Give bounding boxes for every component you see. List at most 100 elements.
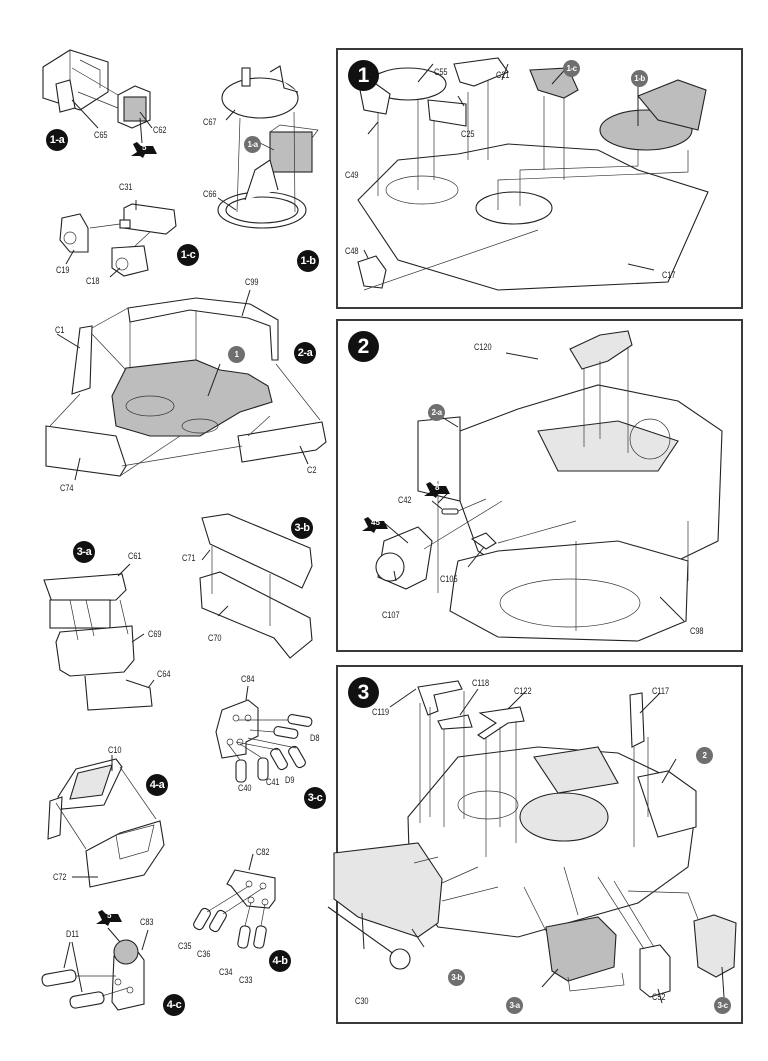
- subassembly-badge-4a: 4-a: [146, 774, 168, 796]
- subassembly-2a: C99 C1 C2 C74 1 2-a: [20, 278, 330, 506]
- part-label-c48: C48: [345, 246, 359, 256]
- part-label-c83: C83: [140, 917, 154, 927]
- part-label-c41: C41: [266, 777, 280, 787]
- part-label-c71: C71: [182, 553, 196, 563]
- subassembly-1b-drawing: [217, 65, 319, 229]
- part-label-c31: C31: [119, 182, 133, 192]
- step-number-3: 3: [348, 677, 379, 708]
- paint-number: 5: [107, 911, 112, 920]
- part-label-c40: C40: [238, 783, 252, 793]
- part-label-c25: C25: [461, 129, 475, 139]
- part-label-c62: C62: [153, 125, 167, 135]
- reference-badge-1b: 1-b: [631, 70, 648, 87]
- part-label-c49: C49: [345, 170, 359, 180]
- subassembly-4a-drawing: [47, 755, 165, 888]
- subassembly-badge-3a: 3-a: [73, 541, 95, 563]
- part-label-c64: C64: [157, 669, 171, 679]
- subassembly-4b: C82 C35 C36 C34 C33 4-b: [175, 840, 325, 990]
- part-label-c107: C107: [382, 610, 400, 620]
- reference-badge-1a: 1-a: [244, 136, 261, 153]
- subassembly-3a-drawing: [43, 563, 155, 711]
- reference-badge-3a: 3-a: [506, 997, 523, 1014]
- reference-badge-3c: 3-c: [714, 997, 731, 1014]
- part-label-c30: C30: [355, 996, 369, 1006]
- subassembly-1c-drawing: [59, 200, 177, 278]
- reference-badge-1: 1: [228, 346, 245, 363]
- step-number-1: 1: [348, 60, 379, 91]
- subassembly-1c: C31 C19 C18 1-c: [40, 180, 210, 290]
- subassembly-3b-drawing: [199, 513, 313, 659]
- part-label-c122: C122: [514, 686, 532, 696]
- subassembly-badge-3c: 3-c: [304, 787, 326, 809]
- reference-badge-3b: 3-b: [448, 969, 465, 986]
- part-label-c72: C72: [53, 872, 67, 882]
- part-label-c10: C10: [108, 745, 122, 755]
- subassembly-4c-drawing: [41, 927, 149, 1011]
- reference-badge-2: 2: [696, 747, 713, 764]
- paint-number: 45: [371, 518, 380, 527]
- paint-number: 8: [435, 483, 440, 492]
- part-label-c99: C99: [245, 277, 259, 287]
- part-label-c1: C1: [55, 325, 65, 335]
- part-label-c119: C119: [372, 707, 390, 717]
- part-label-c36: C36: [197, 949, 211, 959]
- part-label-c55: C55: [434, 67, 448, 77]
- subassembly-3b: C71 C70 3-b: [182, 508, 330, 659]
- part-label-c82: C82: [256, 847, 270, 857]
- part-label-c70: C70: [208, 633, 222, 643]
- subassembly-3a: C61 C69 C64 3-a: [30, 530, 171, 711]
- subassembly-3c-drawing: [215, 685, 313, 783]
- part-label-c2: C2: [307, 465, 317, 475]
- part-label-c117: C117: [652, 686, 670, 696]
- subassembly-2a-drawing: [45, 289, 327, 481]
- paint-number: 5: [142, 143, 147, 152]
- part-label-c21: C21: [496, 70, 510, 80]
- part-label-c84: C84: [241, 674, 255, 684]
- subassembly-badge-2a: 2-a: [294, 342, 316, 364]
- subassembly-3c: C84 D8 D9 C40 C41 3-c: [200, 672, 330, 812]
- part-label-c74: C74: [60, 483, 74, 493]
- part-label-c105: C105: [440, 574, 458, 584]
- subassembly-4a: C10 C72 4-a: [40, 745, 180, 895]
- step-3-panel: 3 C119 C118 C122 C117 C30 C52 2 3-b 3-a …: [327, 665, 743, 1024]
- part-label-c67: C67: [203, 117, 217, 127]
- part-label-c19: C19: [56, 265, 70, 275]
- subassembly-badge-3b: 3-b: [291, 517, 313, 539]
- subassembly-badge-4c: 4-c: [163, 994, 185, 1016]
- paint-reference-marker: 45: [362, 517, 392, 533]
- subassembly-badge-1a: 1-a: [46, 129, 68, 151]
- part-label-c18: C18: [86, 276, 100, 286]
- part-label-c34: C34: [219, 967, 233, 977]
- reference-badge-1c: 1-c: [563, 60, 580, 77]
- step-1-panel: 1 C55 C21 C25 C49 C48 C17 1-c 1-b: [336, 48, 743, 309]
- subassembly-1a-drawing: [42, 49, 153, 144]
- subassembly-1b: C67 C66 1-a 1-b: [200, 60, 330, 280]
- part-label-d11: D11: [66, 929, 79, 939]
- step-number-2: 2: [348, 331, 379, 362]
- paint-reference-marker: 5: [131, 142, 161, 158]
- part-label-c65: C65: [94, 130, 108, 140]
- subassembly-badge-1c: 1-c: [177, 244, 199, 266]
- step-2-panel: 2 C120 C42 C107 C105 C98 2-a 8 45: [336, 319, 743, 652]
- part-label-c33: C33: [239, 975, 253, 985]
- paint-reference-marker: 8: [424, 482, 454, 498]
- step-1-drawing: [357, 57, 709, 291]
- part-label-c120: C120: [474, 342, 492, 352]
- step-3-drawing: [327, 680, 737, 1004]
- reference-badge-2a: 2-a: [428, 404, 445, 421]
- subassembly-4c: D11 C83 5 4-c: [30, 910, 200, 1020]
- part-label-c69: C69: [148, 629, 162, 639]
- paint-reference-marker: 5: [96, 910, 126, 926]
- part-label-c35: C35: [178, 941, 192, 951]
- part-label-c52: C52: [652, 992, 666, 1002]
- part-label-c118: C118: [472, 678, 490, 688]
- step-2-drawing: [375, 330, 723, 642]
- subassembly-badge-1b: 1-b: [297, 250, 319, 272]
- part-label-c17: C17: [662, 270, 676, 280]
- part-label-c61: C61: [128, 551, 142, 561]
- part-label-c98: C98: [690, 626, 704, 636]
- subassembly-1a: C65 C62 1-a 5: [0, 0, 170, 160]
- part-label-c66: C66: [203, 189, 217, 199]
- part-label-d8: D8: [310, 733, 320, 743]
- subassembly-4b-drawing: [193, 853, 276, 949]
